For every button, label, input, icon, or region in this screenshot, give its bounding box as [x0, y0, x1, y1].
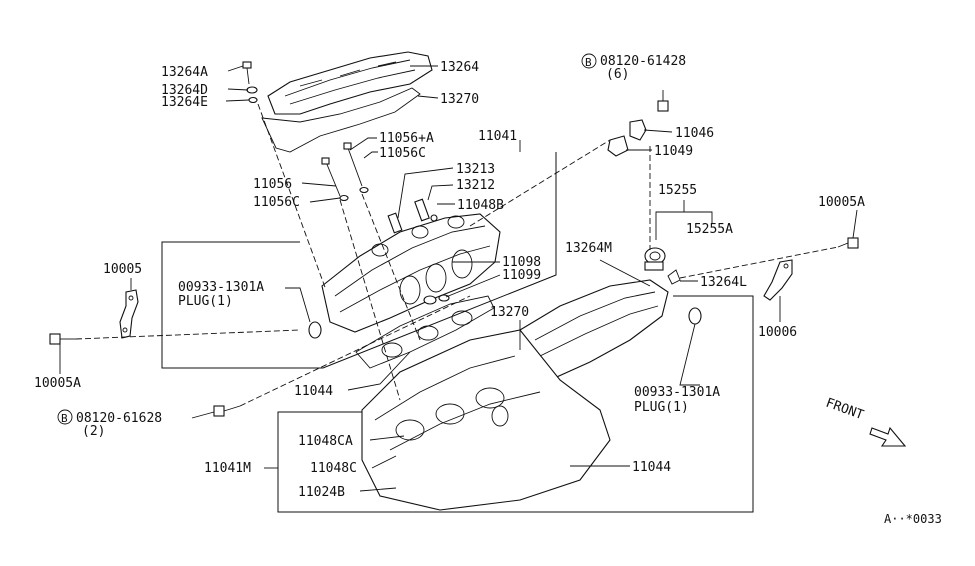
label-13270-lower: 13270	[490, 305, 529, 320]
bolt-mark-circle-upper	[581, 53, 597, 69]
label-15255A: 15255A	[686, 222, 733, 237]
cylinder-head-left	[321, 213, 501, 333]
plug-right	[688, 307, 702, 325]
label-10005A-right: 10005A	[818, 195, 865, 210]
label-13264: 13264	[440, 60, 479, 75]
label-11056C-lower: 11056C	[253, 195, 300, 210]
label-08120-61428-qty: (6)	[606, 67, 629, 82]
label-13264E: 13264E	[161, 95, 208, 110]
label-13264L: 13264L	[700, 275, 747, 290]
dashed-guide-lines	[75, 103, 839, 407]
bolt-10005A-right	[837, 237, 859, 249]
label-13212: 13212	[456, 178, 495, 193]
engine-block	[361, 329, 611, 511]
label-11049: 11049	[654, 144, 693, 159]
valve-guides-13213-13212	[387, 198, 438, 234]
water-outlet-15255	[644, 247, 666, 271]
label-11041M: 11041M	[204, 461, 251, 476]
leader-lines	[59, 65, 858, 492]
label-11046: 11046	[675, 126, 714, 141]
label-13213: 13213	[456, 162, 495, 177]
bracket-10006	[763, 259, 793, 301]
plug-left	[308, 321, 322, 339]
diagram-code: A··*0033	[884, 512, 942, 526]
bolt-13264A	[242, 61, 258, 104]
bolt-08120-61628	[213, 405, 241, 417]
label-00933-right: 00933-1301A	[634, 385, 720, 400]
label-00933-left: 00933-1301A	[178, 280, 264, 295]
label-11056C-upper: 11056C	[379, 146, 426, 161]
label-11056: 11056	[253, 177, 292, 192]
gaskets-11098-11099	[423, 294, 450, 305]
bolt-08120-61428	[657, 90, 669, 112]
frame-lines	[161, 152, 754, 513]
bracket-10005	[119, 289, 139, 339]
bolt-mark-lower: B	[61, 412, 68, 425]
label-10006: 10006	[758, 325, 797, 340]
rocker-cover-gasket-upper	[261, 87, 421, 153]
label-11099: 11099	[502, 268, 541, 283]
label-11044-upper: 11044	[294, 384, 333, 399]
label-13264D: 13264D	[161, 83, 208, 98]
bolt-mark-circle-lower	[57, 409, 73, 425]
label-13264M: 13264M	[565, 241, 612, 256]
label-plug-right: PLUG(1)	[634, 400, 689, 415]
label-15255: 15255	[658, 183, 697, 198]
head-gasket-upper	[355, 295, 495, 369]
label-plug-left: PLUG(1)	[178, 294, 233, 309]
part-labels: 13264A 13264D 13264E 13264 13270 11056+A…	[34, 53, 942, 526]
bracket-11046	[629, 119, 647, 141]
label-10005: 10005	[103, 262, 142, 277]
label-08120-61628-qty: (2)	[82, 424, 105, 439]
rocker-cover-upper	[267, 51, 433, 115]
label-11044-lower: 11044	[632, 460, 671, 475]
label-08120-61428: 08120-61428	[600, 54, 686, 69]
label-08120-61628: 08120-61628	[76, 411, 162, 426]
label-11048CA: 11048CA	[298, 434, 353, 449]
label-11048C: 11048C	[310, 461, 357, 476]
bolt-mark-upper: B	[585, 56, 592, 69]
bracket-11049	[607, 135, 629, 157]
label-11056A: 11056+A	[379, 131, 434, 146]
label-front: FRONT	[824, 396, 866, 424]
label-11048B: 11048B	[457, 198, 504, 213]
head-bolts-11056	[321, 142, 369, 202]
label-13264A: 13264A	[161, 65, 208, 80]
label-11098: 11098	[502, 255, 541, 270]
rocker-cover-lower	[519, 279, 669, 381]
label-13270-upper: 13270	[440, 92, 479, 107]
label-11024B: 11024B	[298, 485, 345, 500]
label-11041: 11041	[478, 129, 517, 144]
gasket-13264L	[667, 269, 681, 285]
label-10005A-left: 10005A	[34, 376, 81, 391]
front-arrow-icon	[869, 426, 907, 447]
bolt-10005A-left	[49, 333, 76, 345]
